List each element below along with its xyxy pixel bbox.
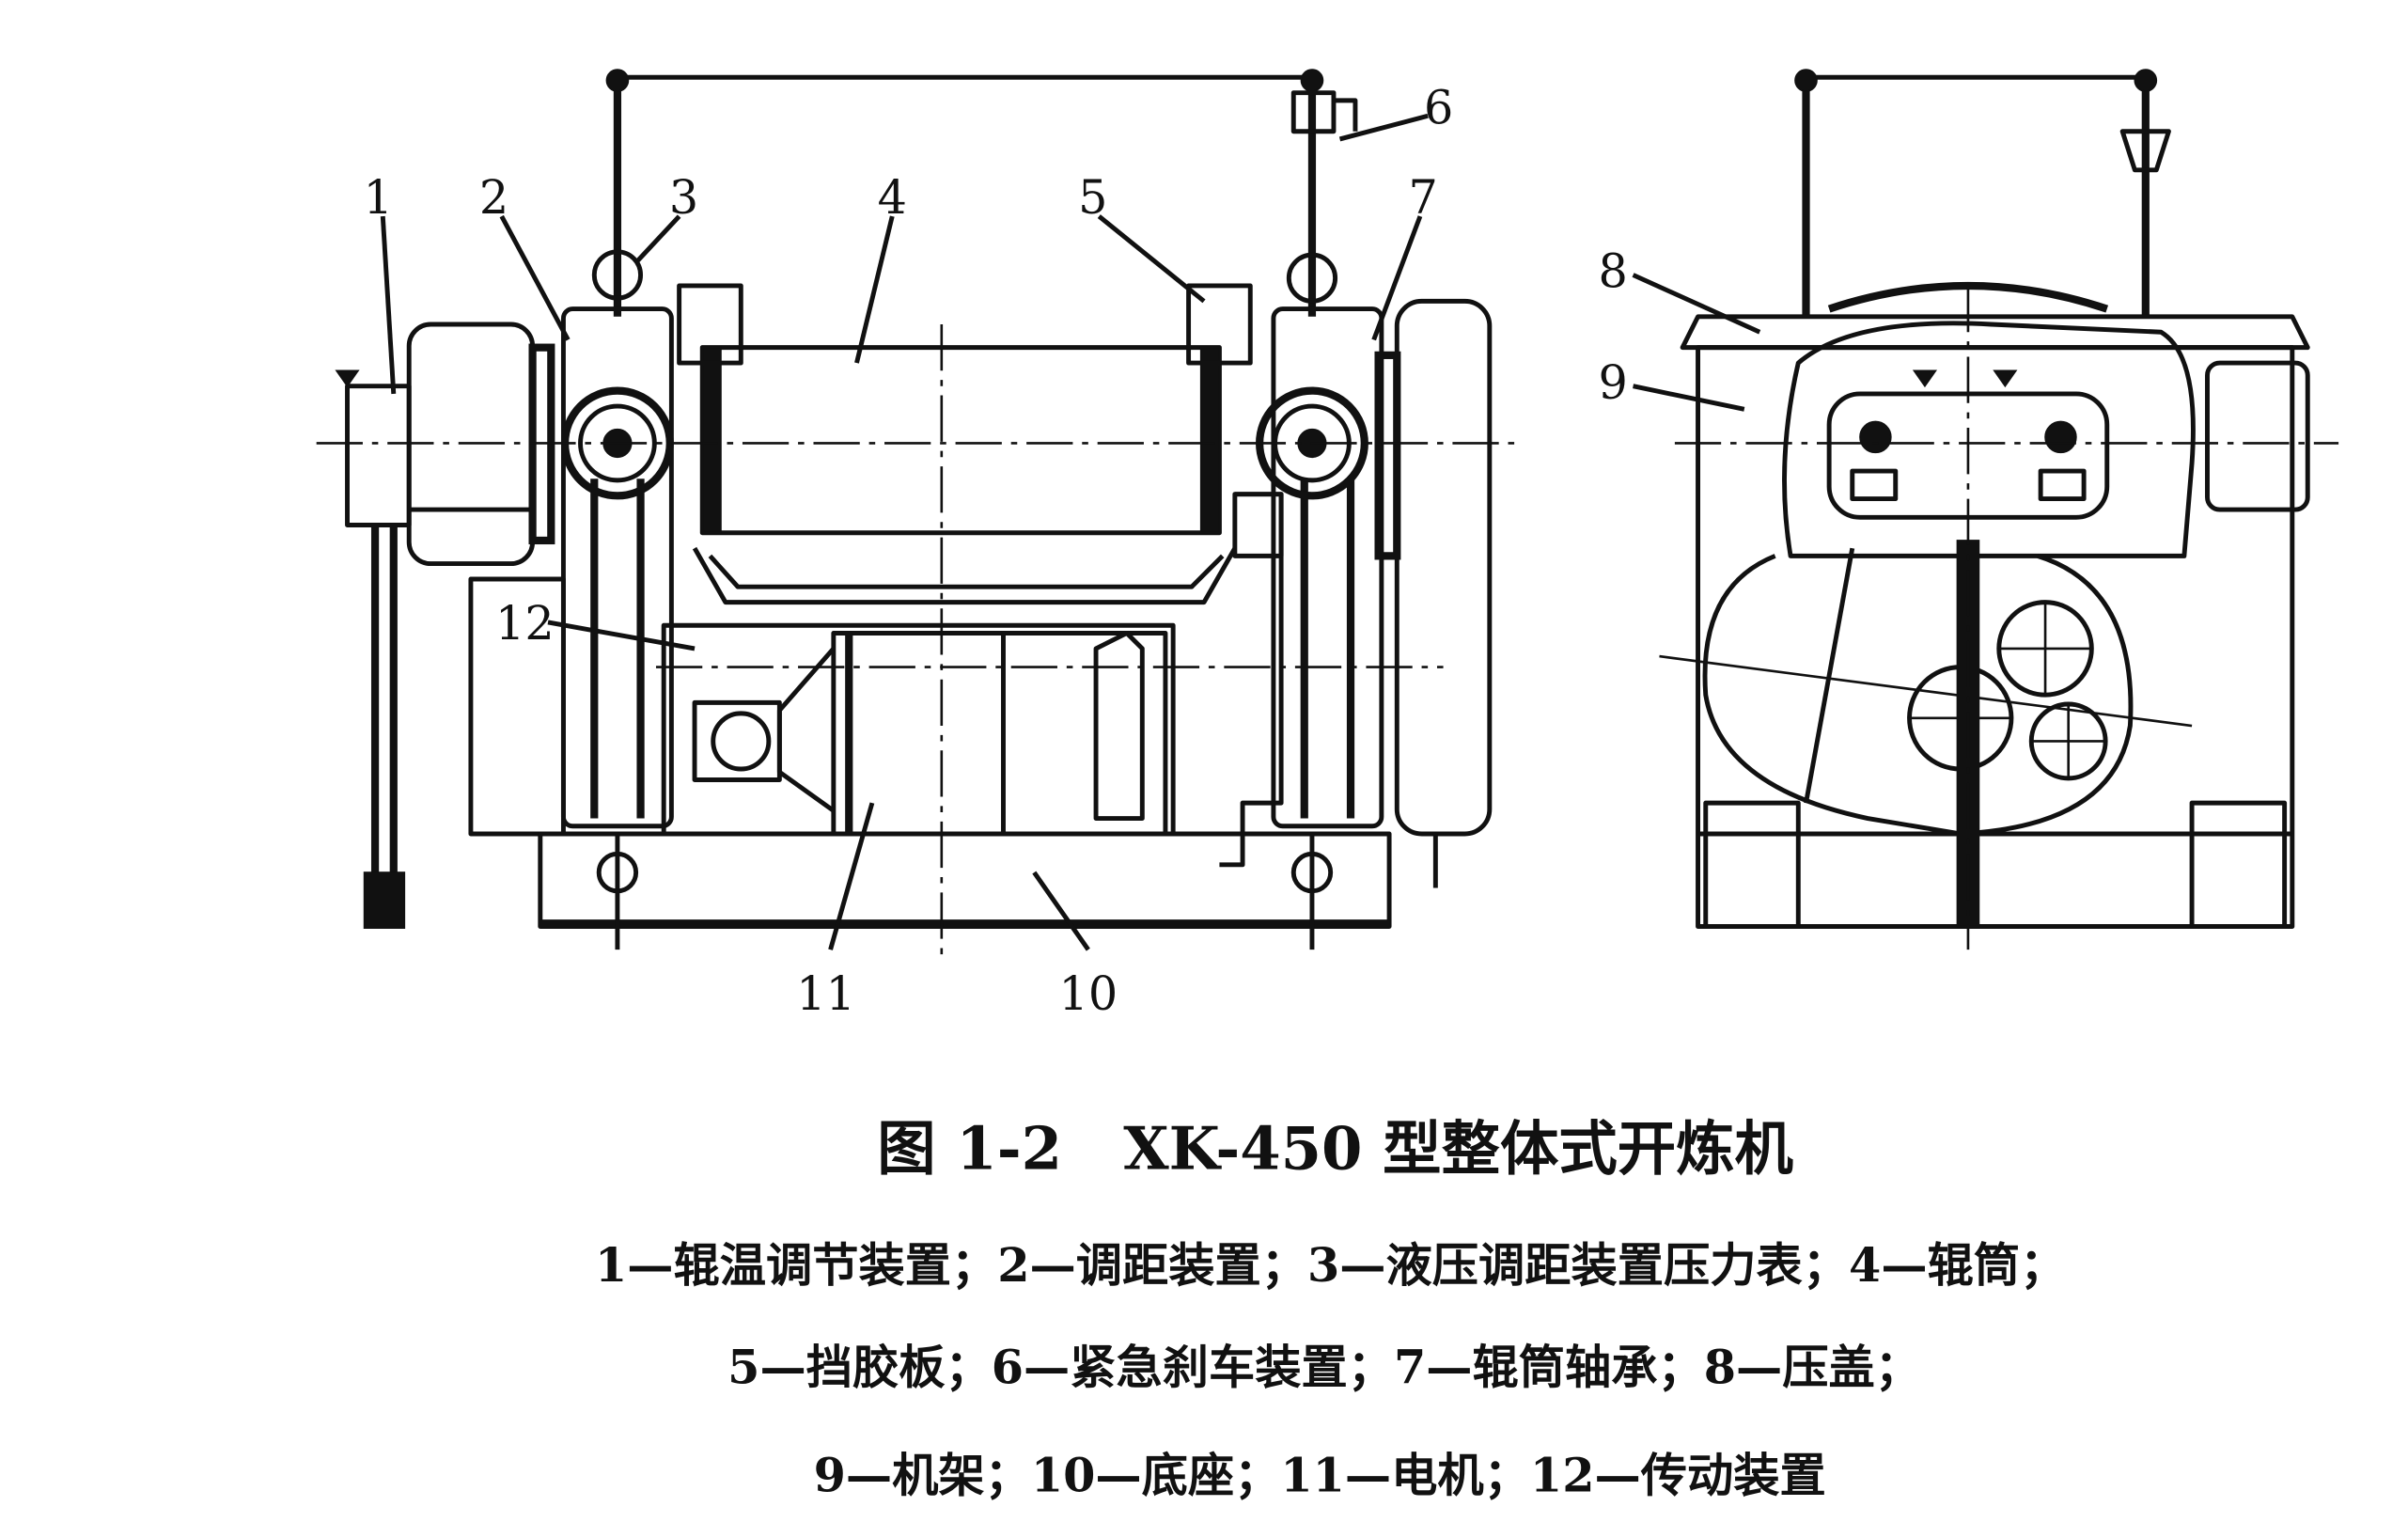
side-motor [2205,360,2310,512]
part-label-1: 1 [364,170,393,225]
part-label-4: 4 [878,170,907,225]
part-label-11: 11 [796,966,855,1021]
rod-knob [605,69,630,92]
legend-line-1: 1—辊温调节装置；2—调距装置；3—液压调距装置压力表；4—辊筒； [595,1238,2066,1293]
roll-temp-device [345,384,412,527]
emergency-brake [1290,90,1358,134]
pressure-gauge [591,249,644,301]
part-label-10: 10 [1058,966,1118,1021]
right-frame [1271,306,1384,829]
pressure-gauge [1286,252,1338,304]
coupling-cone [776,647,836,813]
left-frame [560,306,674,829]
part-label-5: 5 [1078,170,1107,225]
part-label-8: 8 [1599,244,1628,299]
machine-frame [1696,345,2295,929]
legend-line-3: 9—机架；10—底座；11—电机；12—传动装置 [814,1449,1826,1503]
leader-lines [380,113,1761,951]
figure-title: 图 1-2 XK-450 型整体式开炼机 [877,1113,1793,1183]
part-label-12: 12 [495,596,555,651]
side-view [1659,69,2339,950]
guard-plate [1186,283,1253,366]
guard-plate [677,283,743,366]
motor [831,631,1168,837]
gland-cover [1680,314,2310,351]
part-numbers: 1 2 3 4 5 6 7 8 9 10 11 12 [364,81,1628,1022]
part-label-6: 6 [1424,81,1453,135]
front-view [316,69,1521,958]
gearbox [1782,321,2196,558]
part-label-2: 2 [479,170,508,225]
drive-housing [468,576,566,837]
part-label-7: 7 [1409,170,1438,225]
part-label-3: 3 [669,170,698,225]
legend-line-2: 5—挡胶板；6—紧急刹车装置；7—辊筒轴承；8—压盖； [727,1341,1921,1395]
roll [699,345,1222,536]
reducer-housing [1702,554,2134,837]
part-label-9: 9 [1599,355,1628,410]
drip-pan [692,546,1237,605]
brake-wheel [1394,298,1493,837]
base [538,831,1392,929]
transmission [692,699,782,782]
rod-knob [1300,69,1324,92]
